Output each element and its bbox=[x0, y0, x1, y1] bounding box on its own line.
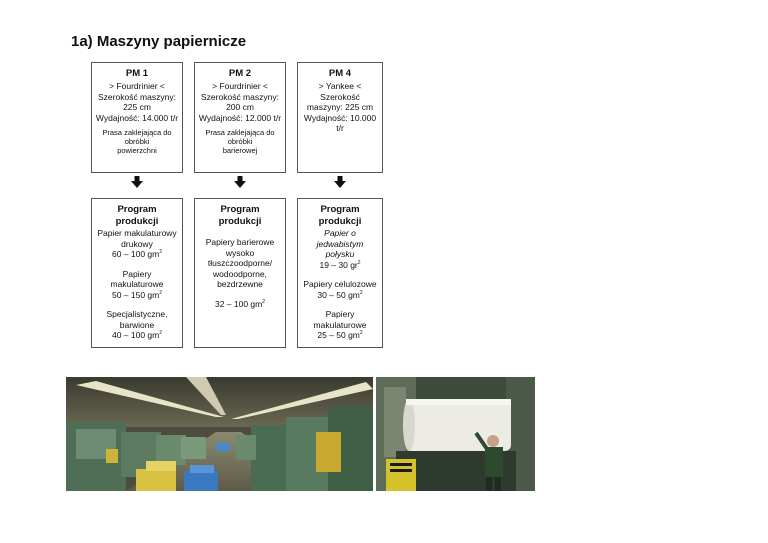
machine-width-value: maszyny: 225 cm bbox=[301, 102, 379, 113]
program-item-line: Specjalistyczne, bbox=[95, 309, 179, 320]
program-card-pm4: Program produkcji Papier o jedwabistym p… bbox=[297, 198, 383, 348]
program-item-line: makulaturowe bbox=[95, 279, 179, 290]
machine-name: PM 2 bbox=[198, 68, 282, 80]
program-item-line: połysku bbox=[301, 249, 379, 260]
machine-note-line: barierowej bbox=[198, 146, 282, 155]
machine-name: PM 1 bbox=[95, 68, 179, 80]
machine-note-line: Prasa zaklejająca do bbox=[95, 128, 179, 137]
machine-width-label: Szerokość maszyny: bbox=[95, 92, 179, 103]
machine-note-line: obróbki bbox=[198, 137, 282, 146]
program-item-range: 40 – 100 gm2 bbox=[95, 330, 179, 341]
program-item-line: Papiery bbox=[95, 269, 179, 280]
program-card-pm2: Program produkcji Papiery barierowe wyso… bbox=[194, 198, 286, 348]
program-heading: Program bbox=[95, 204, 179, 216]
arrow-down-icon bbox=[234, 176, 246, 188]
machine-note: Prasa zaklejająca do obróbki barierowej bbox=[198, 128, 282, 155]
machine-capacity: Wydajność: 10.000 bbox=[301, 113, 379, 124]
machine-width-label: Szerokość maszyny: bbox=[198, 92, 282, 103]
program-item-line: Papiery celulozowe bbox=[301, 279, 379, 290]
machine-width-value: 225 cm bbox=[95, 102, 179, 113]
machine-card-pm2: PM 2 > Fourdrinier < Szerokość maszyny: … bbox=[194, 62, 286, 173]
machine-width-label: Szerokość bbox=[301, 92, 379, 103]
program-item-range: 60 – 100 gm2 bbox=[95, 249, 179, 260]
program-item-line: jedwabistym bbox=[301, 239, 379, 250]
program-item-line: makulaturowe bbox=[301, 320, 379, 331]
page-title: 1a) Maszyny papiernicze bbox=[71, 33, 246, 50]
machine-name: PM 4 bbox=[301, 68, 379, 80]
machine-note-line: obróbki bbox=[95, 137, 179, 146]
program-heading: Program produkcji bbox=[198, 204, 282, 227]
program-card-pm1: Program produkcji Papier makulaturowy dr… bbox=[91, 198, 183, 348]
machine-capacity: Wydajność: 12.000 t/r bbox=[198, 113, 282, 124]
program-item-line: Papier o bbox=[301, 228, 379, 239]
paper-roll-worker-photo bbox=[376, 377, 535, 491]
arrow-down-icon bbox=[131, 176, 143, 188]
program-item-range: 25 – 50 gm2 bbox=[301, 330, 379, 341]
program-item-line: wysoko bbox=[198, 248, 282, 259]
machine-note: Prasa zaklejająca do obróbki powierzchni bbox=[95, 128, 179, 155]
program-heading: produkcji bbox=[95, 216, 179, 228]
machine-type: > Fourdrinier < bbox=[198, 81, 282, 92]
program-item-range: 32 – 100 gm2 bbox=[198, 299, 282, 310]
program-item-line: bezdrzewne bbox=[198, 279, 282, 290]
program-item-line: barwione bbox=[95, 320, 179, 331]
machine-capacity: Wydajność: 14.000 t/r bbox=[95, 113, 179, 124]
program-heading: Program bbox=[301, 204, 379, 216]
program-item-range: 50 – 150 gm2 bbox=[95, 290, 179, 301]
program-item-range: 30 – 50 gm2 bbox=[301, 290, 379, 301]
program-item-range: 19 – 30 gr2 bbox=[301, 260, 379, 271]
program-item-line: Papiery bbox=[301, 309, 379, 320]
machine-note-line: Prasa zaklejająca do bbox=[198, 128, 282, 137]
program-item-line: tłuszczoodporne/ bbox=[198, 258, 282, 269]
machine-note-line: powierzchni bbox=[95, 146, 179, 155]
program-item-line: drukowy bbox=[95, 239, 179, 250]
program-item-line: Papier makulaturowy bbox=[95, 228, 179, 239]
machine-capacity-unit: t/r bbox=[301, 123, 379, 134]
program-item-line: wodoodporne, bbox=[198, 269, 282, 280]
program-heading: produkcji bbox=[301, 216, 379, 228]
machine-width-value: 200 cm bbox=[198, 102, 282, 113]
program-item-line: Papiery barierowe bbox=[198, 237, 282, 248]
machine-card-pm1: PM 1 > Fourdrinier < Szerokość maszyny: … bbox=[91, 62, 183, 173]
machine-card-pm4: PM 4 > Yankee < Szerokość maszyny: 225 c… bbox=[297, 62, 383, 173]
arrow-down-icon bbox=[334, 176, 346, 188]
paper-machine-hall-photo bbox=[66, 377, 373, 491]
machine-type: > Yankee < bbox=[301, 81, 379, 92]
machine-type: > Fourdrinier < bbox=[95, 81, 179, 92]
